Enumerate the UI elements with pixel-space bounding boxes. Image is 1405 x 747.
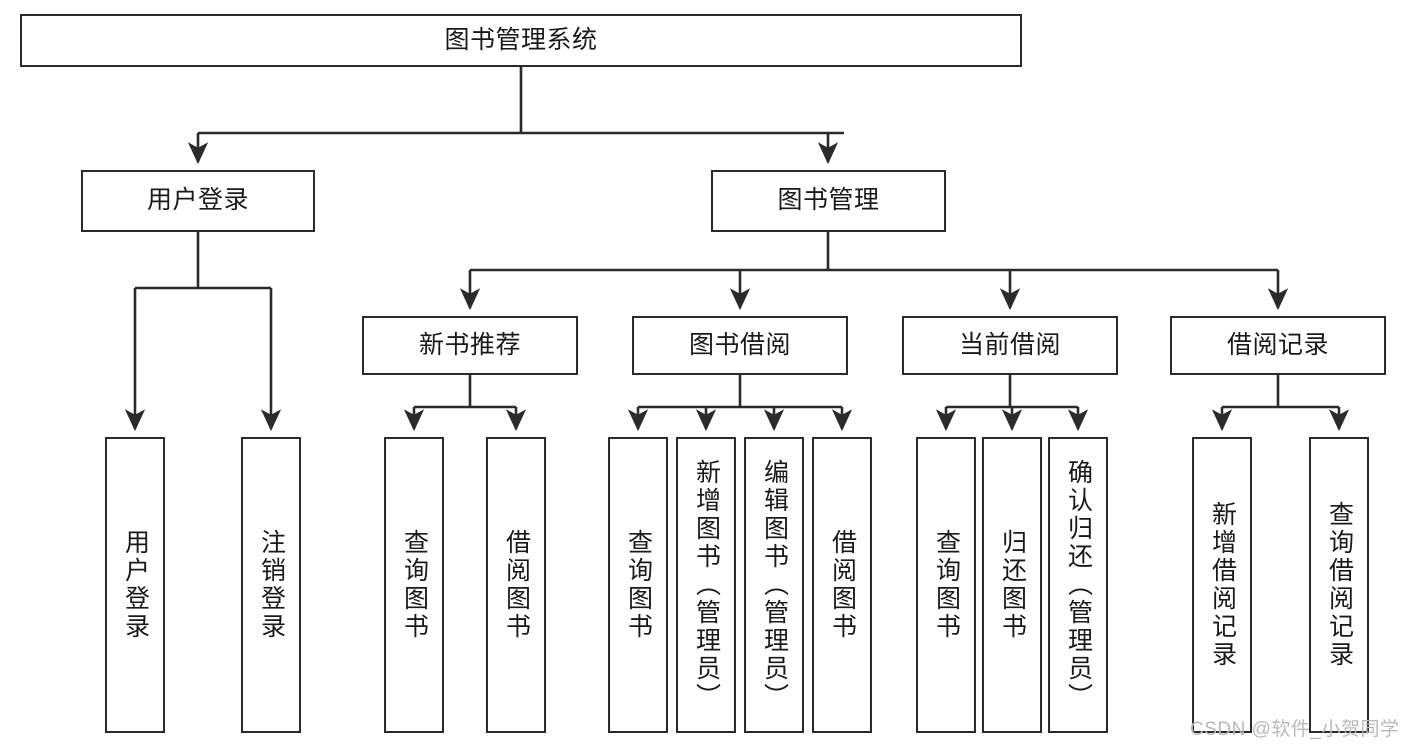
node-leaf-confirm-return-label: 确认归还（管理员） xyxy=(1064,459,1093,711)
node-leaf-user-login[interactable]: 用户登录 xyxy=(105,437,165,733)
node-borrow-record[interactable]: 借阅记录 xyxy=(1170,316,1386,375)
node-leaf-query-record[interactable]: 查询借阅记录 xyxy=(1309,437,1369,733)
node-current-borrow[interactable]: 当前借阅 xyxy=(902,316,1118,375)
node-new-book-rec-label: 新书推荐 xyxy=(418,330,521,359)
node-leaf-add-book[interactable]: 新增图书（管理员） xyxy=(676,437,736,733)
node-user-login-label: 用户登录 xyxy=(146,186,249,215)
node-leaf-borrow-book-2[interactable]: 借阅图书 xyxy=(812,437,872,733)
node-leaf-add-book-label: 新增图书（管理员） xyxy=(692,459,721,711)
node-book-manage-label: 图书管理 xyxy=(777,186,880,215)
node-new-book-rec[interactable]: 新书推荐 xyxy=(362,316,578,375)
node-leaf-edit-book-label: 编辑图书（管理员） xyxy=(760,459,789,711)
node-leaf-query-book-1-label: 查询图书 xyxy=(400,529,429,641)
node-leaf-borrow-book-1-label: 借阅图书 xyxy=(502,529,531,641)
node-leaf-query-book-1[interactable]: 查询图书 xyxy=(384,437,444,733)
node-leaf-return-book[interactable]: 归还图书 xyxy=(982,437,1042,733)
node-root[interactable]: 图书管理系统 xyxy=(20,14,1022,67)
node-leaf-add-record[interactable]: 新增借阅记录 xyxy=(1192,437,1252,733)
node-leaf-borrow-book-1[interactable]: 借阅图书 xyxy=(486,437,546,733)
node-book-manage[interactable]: 图书管理 xyxy=(711,170,946,232)
node-book-borrow-label: 图书借阅 xyxy=(688,330,791,359)
node-leaf-add-record-label: 新增借阅记录 xyxy=(1208,501,1237,669)
node-leaf-confirm-return[interactable]: 确认归还（管理员） xyxy=(1048,437,1108,733)
node-root-label: 图书管理系统 xyxy=(444,25,598,54)
watermark: CSDN @软件_小贺同学 xyxy=(1190,719,1400,740)
node-leaf-edit-book[interactable]: 编辑图书（管理员） xyxy=(744,437,804,733)
node-book-borrow[interactable]: 图书借阅 xyxy=(632,316,848,375)
node-leaf-return-book-label: 归还图书 xyxy=(998,529,1027,641)
node-borrow-record-label: 借阅记录 xyxy=(1226,330,1329,359)
node-leaf-logout[interactable]: 注销登录 xyxy=(241,437,301,733)
node-leaf-query-book-3[interactable]: 查询图书 xyxy=(916,437,976,733)
node-current-borrow-label: 当前借阅 xyxy=(958,330,1061,359)
node-leaf-logout-label: 注销登录 xyxy=(257,529,286,641)
node-leaf-user-login-label: 用户登录 xyxy=(121,529,150,641)
node-leaf-query-book-2[interactable]: 查询图书 xyxy=(608,437,668,733)
node-leaf-query-book-2-label: 查询图书 xyxy=(624,529,653,641)
node-leaf-query-record-label: 查询借阅记录 xyxy=(1325,501,1354,669)
node-leaf-query-book-3-label: 查询图书 xyxy=(932,529,961,641)
node-leaf-borrow-book-2-label: 借阅图书 xyxy=(828,529,857,641)
node-user-login[interactable]: 用户登录 xyxy=(81,170,315,232)
